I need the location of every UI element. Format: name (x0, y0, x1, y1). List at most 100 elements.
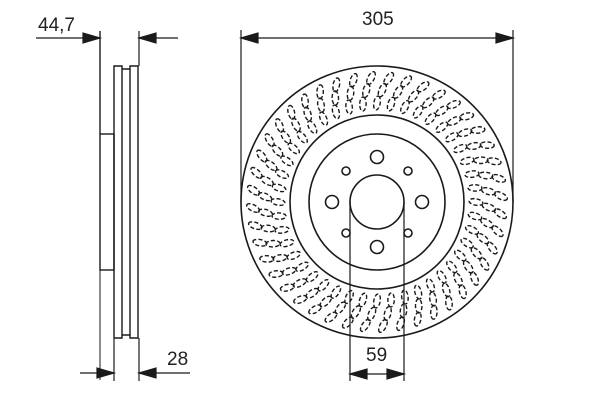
drill-hole (422, 96, 435, 109)
drill-hole (412, 105, 424, 119)
drill-hole (303, 106, 313, 122)
drill-hole (476, 232, 490, 245)
drill-hole (425, 278, 436, 293)
drill-hole (316, 84, 325, 100)
drill-hole (458, 284, 467, 300)
drill-hole (265, 239, 281, 248)
drill-hole (383, 71, 395, 86)
friction-ring-inner-edge (289, 114, 465, 290)
drill-hole (413, 284, 423, 300)
drill-hole (467, 183, 483, 192)
drill-hole (416, 81, 430, 93)
drill-hole (431, 89, 446, 100)
side-view (99, 31, 140, 381)
hat-edge (308, 133, 446, 271)
drill-hole (257, 208, 274, 217)
drill-hole (467, 211, 483, 221)
drill-hole (271, 183, 287, 193)
drill-hole (301, 93, 309, 109)
locating-hole (341, 166, 351, 176)
drill-hole (308, 304, 323, 315)
drill-hole (316, 97, 326, 113)
drill-hole (429, 304, 438, 320)
drill-hole (317, 279, 330, 292)
drill-hole (271, 212, 287, 221)
drill-hole (252, 238, 268, 247)
drill-hole (424, 112, 437, 125)
drill-hole (318, 111, 329, 126)
drill-hole (470, 126, 486, 134)
drill-hole (400, 75, 413, 88)
drill-hole (377, 82, 388, 98)
drill-hole (256, 149, 268, 163)
drill-hole (466, 141, 482, 151)
drill-hole (287, 104, 296, 120)
drill-hole (306, 120, 318, 135)
dimension-disc-diameter (238, 30, 516, 202)
drill-hole (378, 318, 388, 333)
drill-hole (453, 143, 468, 154)
dimension-disc-thickness (80, 367, 190, 379)
drill-hole (435, 105, 449, 117)
drilled-holes-pattern (246, 71, 508, 333)
drill-hole (281, 266, 297, 276)
drill-hole (295, 261, 310, 273)
drill-hole (293, 294, 308, 305)
drill-hole (358, 96, 367, 112)
drill-hole (271, 144, 284, 157)
drill-hole (332, 77, 341, 93)
drill-hole (400, 289, 409, 305)
drill-hole (414, 298, 423, 314)
dimension-overall-height (36, 32, 178, 44)
drill-hole (319, 295, 332, 308)
drill-hole (259, 254, 275, 263)
locating-hole (341, 228, 351, 238)
drill-hole (387, 292, 396, 308)
bolt-hole (369, 239, 385, 255)
drill-hole (344, 289, 355, 305)
drill-hole (447, 115, 462, 126)
drill-hole (454, 249, 467, 262)
drill-hole (396, 316, 406, 332)
dimension-label-center-bore: 59 (366, 345, 388, 366)
drill-hole (480, 217, 494, 229)
drill-hole (479, 141, 495, 150)
drill-hole (399, 303, 408, 319)
disc-outer-edge (240, 65, 514, 339)
drill-hole (386, 96, 396, 112)
drill-hole (280, 155, 294, 167)
center-bore (349, 174, 405, 230)
drill-hole (274, 169, 290, 180)
drill-hole (264, 159, 278, 172)
dimension-label-disc-diameter: 305 (362, 9, 394, 30)
drill-hole (305, 271, 319, 283)
drill-hole (444, 131, 459, 143)
drill-hole (331, 104, 341, 120)
drill-hole (268, 270, 284, 278)
drill-hole (464, 224, 480, 235)
drill-hole (481, 202, 497, 213)
drill-hole (250, 166, 263, 179)
drill-hole (479, 256, 490, 271)
drill-hole (392, 85, 404, 99)
drill-hole (453, 272, 464, 287)
bolt-hole (369, 149, 385, 165)
drill-hole (334, 301, 347, 315)
bolt-hole (324, 194, 340, 210)
drill-hole (366, 306, 377, 322)
drill-hole (491, 173, 507, 183)
drill-hole (470, 247, 483, 260)
drill-hole (290, 117, 301, 132)
drill-hole (272, 253, 288, 263)
drill-hole (428, 291, 438, 307)
drill-hole (491, 225, 504, 238)
drill-hole (296, 130, 308, 144)
drill-hole (286, 250, 301, 261)
drill-hole (264, 133, 275, 148)
drill-hole (274, 118, 285, 133)
rotor-outline (113, 65, 139, 339)
drill-hole (486, 241, 498, 255)
drill-hole (413, 311, 422, 327)
drill-hole (459, 112, 475, 121)
